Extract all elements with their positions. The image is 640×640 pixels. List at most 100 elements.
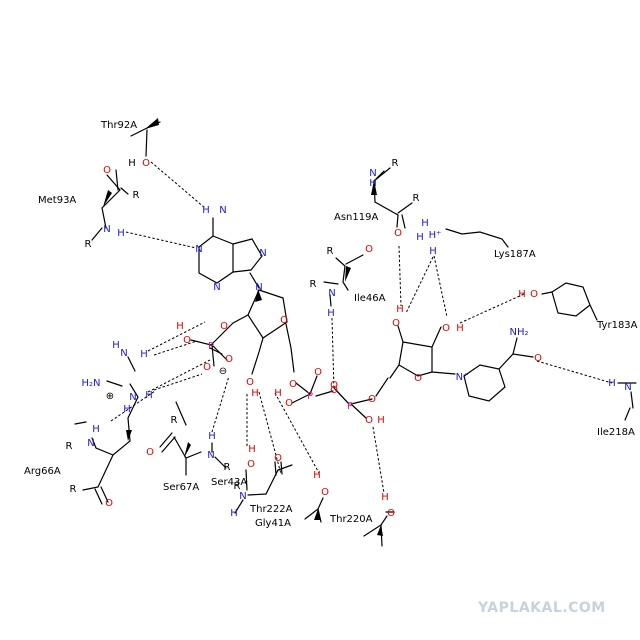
adenine-n1: N <box>195 244 202 255</box>
nicotinamide-n: N⁺ <box>456 372 469 383</box>
ile46-r-top: R <box>327 246 334 257</box>
phosphate1-h: H <box>176 321 184 332</box>
met93-r2: R <box>85 239 92 250</box>
ribose2-o2-h: H <box>456 323 464 334</box>
phosphate3-p: P <box>347 401 353 412</box>
ser67-o: O <box>146 447 154 458</box>
adenine-n3: N <box>213 282 220 293</box>
arg66-r2: R <box>70 484 77 495</box>
phosphate1-o2: O <box>203 362 211 373</box>
phosphate2-o-h: O <box>285 398 293 409</box>
arg66-n1-h: H <box>140 349 148 360</box>
lys187-h-top: H <box>421 218 429 229</box>
ribose2-o4: O <box>414 373 422 384</box>
hydrogen-bonds <box>110 161 613 494</box>
thr220a-o: O <box>321 487 329 498</box>
phosphate2-h: H <box>274 388 282 399</box>
residue-thr222: Thr222A <box>249 504 293 515</box>
phosphate3-o-h: O <box>365 415 373 426</box>
lys187-h-left: H <box>416 232 424 243</box>
ser43-h: H <box>248 444 256 455</box>
thr220b-h: H <box>381 492 389 503</box>
ribose1-o3: O <box>246 377 254 388</box>
arg66-n1: N <box>120 348 127 359</box>
ile46-n: N <box>328 288 335 299</box>
gly41-h: H <box>230 508 238 519</box>
ribose2-o2: O <box>442 323 450 334</box>
ribose1-o4: O <box>280 315 288 326</box>
met93-r: R <box>133 190 140 201</box>
arg66-ne-h: H <box>145 390 153 401</box>
residue-labels: Thr92A Met93A Asn119A Lys187A Ile46A Tyr… <box>24 120 638 529</box>
ribose1-o3-h: H <box>251 388 259 399</box>
arg66-h-lower: H <box>123 404 131 415</box>
lys187-n: H⁺ <box>429 230 442 241</box>
residue-met93: Met93A <box>38 195 76 206</box>
residue-tyr183: Tyr183A <box>596 320 638 331</box>
asn119-o: O <box>394 228 402 239</box>
residue-asn119: Asn119A <box>334 212 378 223</box>
gly41-o: O <box>274 453 282 464</box>
ribose1-o2: O <box>220 321 228 332</box>
asn119-r-right: R <box>413 193 420 204</box>
residue-lys187: Lys187A <box>494 249 536 260</box>
adenine-n6: N <box>219 205 226 216</box>
tyr183-h: H <box>518 289 526 300</box>
thr220b-o: O <box>387 508 395 519</box>
arg66-h: H <box>92 424 100 435</box>
asn119-h: H <box>369 178 377 189</box>
residue-thr220: Thr220A <box>329 514 373 525</box>
tyr183-o: O <box>530 289 538 300</box>
arg66-n1-h2: H <box>112 340 120 351</box>
thr92-o: O <box>142 158 150 169</box>
phosphate3-o-top: O <box>330 380 338 391</box>
ile218-n: N <box>624 382 631 393</box>
watermark: YAPLAKAL.COM <box>478 600 606 616</box>
covalent-bonds <box>74 121 637 547</box>
nicotinamide-nh2: NH₂ <box>509 327 528 338</box>
met93-o: O <box>103 165 111 176</box>
arg66-n: N <box>87 438 94 449</box>
ser67-n: N <box>207 450 214 461</box>
ribose2-o3-h: H <box>396 304 404 315</box>
adenine-h1: H <box>202 205 210 216</box>
phosphate3-o1: O <box>368 394 376 405</box>
residue-ile46: Ile46A <box>354 293 386 304</box>
arg66-charge: ⊕ <box>106 391 114 402</box>
thr92-h: H <box>128 158 136 169</box>
arg66-r: R <box>66 441 73 452</box>
ser67-h: H <box>208 431 216 442</box>
arg66-h2n: H₂N <box>81 378 100 389</box>
phosphate1-p: P <box>208 341 214 352</box>
residue-ser43: Ser43A <box>211 477 247 488</box>
phosphate1-o1: O <box>225 354 233 365</box>
residue-gly41: Gly41A <box>255 518 291 529</box>
gly41-n: N <box>239 491 246 502</box>
ile46-o: O <box>365 244 373 255</box>
lys187-h-bottom: H <box>429 246 437 257</box>
arg66-o: O <box>105 498 113 509</box>
residue-ser67: Ser67A <box>163 482 199 493</box>
arg66-ne: N <box>129 392 136 403</box>
stereo-wedges <box>103 118 383 536</box>
nicotinamide-o: O <box>534 353 542 364</box>
ser67-r2: R <box>224 462 231 473</box>
asn119-n: N <box>369 168 376 179</box>
residue-thr92: Thr92A <box>100 120 137 131</box>
atom-labels: O H O R N H R H N N N N N O O H O P O O … <box>66 158 632 519</box>
ribose1-o5: O <box>289 379 297 390</box>
ile46-r-left: R <box>310 279 317 290</box>
adenine-n7: N <box>259 248 266 259</box>
thr220a-h: H <box>313 470 321 481</box>
gly41-r: R <box>234 481 241 492</box>
adenine-n9: N <box>255 282 262 293</box>
phosphate1-o-h: O <box>183 335 191 346</box>
ile46-h: H <box>327 308 335 319</box>
ribose2-o3: O <box>392 318 400 329</box>
phosphate1-charge: ⊖ <box>219 366 227 377</box>
phosphate2-o-top: O <box>314 367 322 378</box>
asn119-r-top: R <box>392 158 399 169</box>
residue-ile218: Ile218A <box>597 427 635 438</box>
ile218-h: H <box>608 378 616 389</box>
